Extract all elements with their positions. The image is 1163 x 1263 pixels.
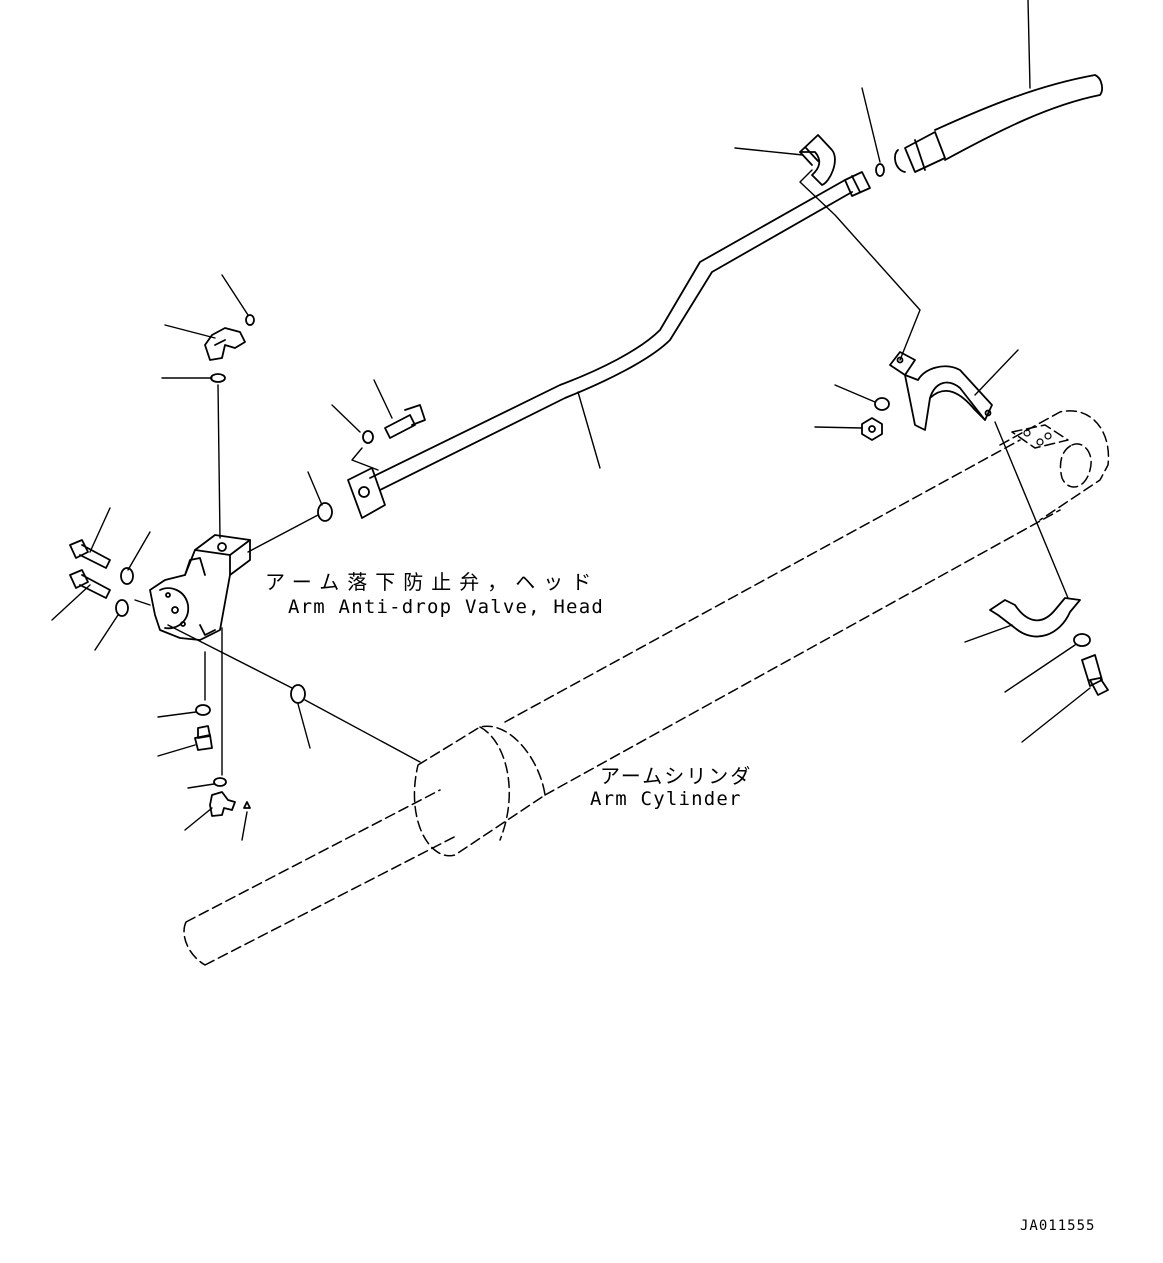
plug-lower bbox=[194, 725, 213, 751]
leader bbox=[157, 711, 197, 718]
tube-flange-hole bbox=[358, 486, 370, 498]
cylinder-end-port bbox=[1011, 424, 1069, 449]
leader bbox=[247, 514, 319, 553]
leader bbox=[157, 744, 196, 757]
clamp-lower-washer bbox=[1073, 633, 1091, 647]
clamp-lower-bolt bbox=[1081, 654, 1109, 696]
leader bbox=[307, 471, 323, 506]
leader bbox=[184, 807, 213, 831]
o-ring-lower-2 bbox=[213, 777, 227, 787]
tube-flange bbox=[347, 467, 386, 519]
leader bbox=[187, 783, 215, 789]
valve-label-en: Arm Anti-drop Valve, Head bbox=[288, 596, 604, 618]
elbow-fitting-left bbox=[204, 327, 246, 361]
o-ring-elbow bbox=[245, 314, 255, 326]
valve-bolt-lower bbox=[69, 569, 111, 599]
anti-drop-valve bbox=[149, 534, 251, 641]
valve-bolt-upper bbox=[69, 539, 111, 569]
elbow-fitting-top bbox=[734, 134, 921, 361]
leader bbox=[221, 274, 249, 316]
leader bbox=[1004, 644, 1076, 693]
leader bbox=[331, 404, 361, 433]
hose bbox=[934, 74, 1103, 161]
leader bbox=[964, 624, 1013, 643]
tube-label-leader bbox=[577, 391, 601, 469]
hose-assembly bbox=[894, 0, 1103, 173]
arm-cylinder bbox=[183, 410, 1110, 966]
cylinder-label-en: Arm Cylinder bbox=[590, 788, 742, 810]
flange-washer bbox=[362, 430, 374, 444]
drawing-code: JA011555 bbox=[1020, 1218, 1096, 1234]
tube-end-nut bbox=[844, 171, 871, 197]
o-ring-hose bbox=[875, 163, 885, 177]
leader bbox=[974, 349, 1019, 396]
valve-label-jp: アーム落下防止弁，ヘッド bbox=[265, 570, 600, 594]
elbow-fitting-lower bbox=[209, 791, 236, 817]
leader bbox=[241, 811, 248, 841]
leader bbox=[1021, 687, 1091, 743]
leader bbox=[734, 147, 804, 156]
clamp-upper bbox=[889, 349, 1019, 431]
leader bbox=[164, 324, 216, 339]
leader bbox=[834, 384, 876, 403]
flange-bolt bbox=[384, 404, 426, 439]
valve-washer-upper bbox=[120, 567, 134, 585]
leader bbox=[297, 703, 311, 749]
leader bbox=[799, 169, 921, 361]
cylinder-end-eye bbox=[999, 410, 1110, 521]
leader bbox=[127, 531, 151, 571]
leader bbox=[134, 599, 151, 606]
leader bbox=[994, 421, 1069, 599]
leader bbox=[89, 507, 111, 553]
clamp-nut bbox=[861, 417, 883, 441]
cylinder-port-holes bbox=[1023, 429, 1052, 446]
cylinder-head-collar bbox=[413, 725, 546, 857]
clamp-nut-hole bbox=[868, 425, 876, 433]
hose-fitting bbox=[894, 131, 946, 173]
cylinder-tube-outline bbox=[504, 439, 1061, 796]
leader bbox=[351, 447, 379, 471]
clamp-washer bbox=[874, 397, 890, 411]
leader bbox=[51, 584, 91, 621]
small-seal-lower bbox=[243, 801, 251, 809]
cylinder-rod-outline bbox=[183, 789, 459, 966]
hydraulic-tube bbox=[347, 171, 871, 519]
leader bbox=[814, 426, 863, 429]
o-ring-flange bbox=[317, 502, 333, 522]
o-ring-lower-1 bbox=[195, 704, 211, 716]
o-ring-valve-top bbox=[210, 373, 226, 383]
leader bbox=[94, 614, 119, 651]
clamp-lower bbox=[964, 597, 1081, 643]
o-ring-cylinder bbox=[290, 684, 306, 704]
hose-leader bbox=[1027, 0, 1031, 89]
leader bbox=[217, 384, 221, 539]
cylinder-label-jp: アームシリンダ bbox=[600, 764, 753, 788]
leader bbox=[167, 624, 421, 763]
leader bbox=[373, 379, 393, 419]
leader bbox=[861, 87, 881, 163]
valve-washer-lower bbox=[115, 599, 129, 617]
